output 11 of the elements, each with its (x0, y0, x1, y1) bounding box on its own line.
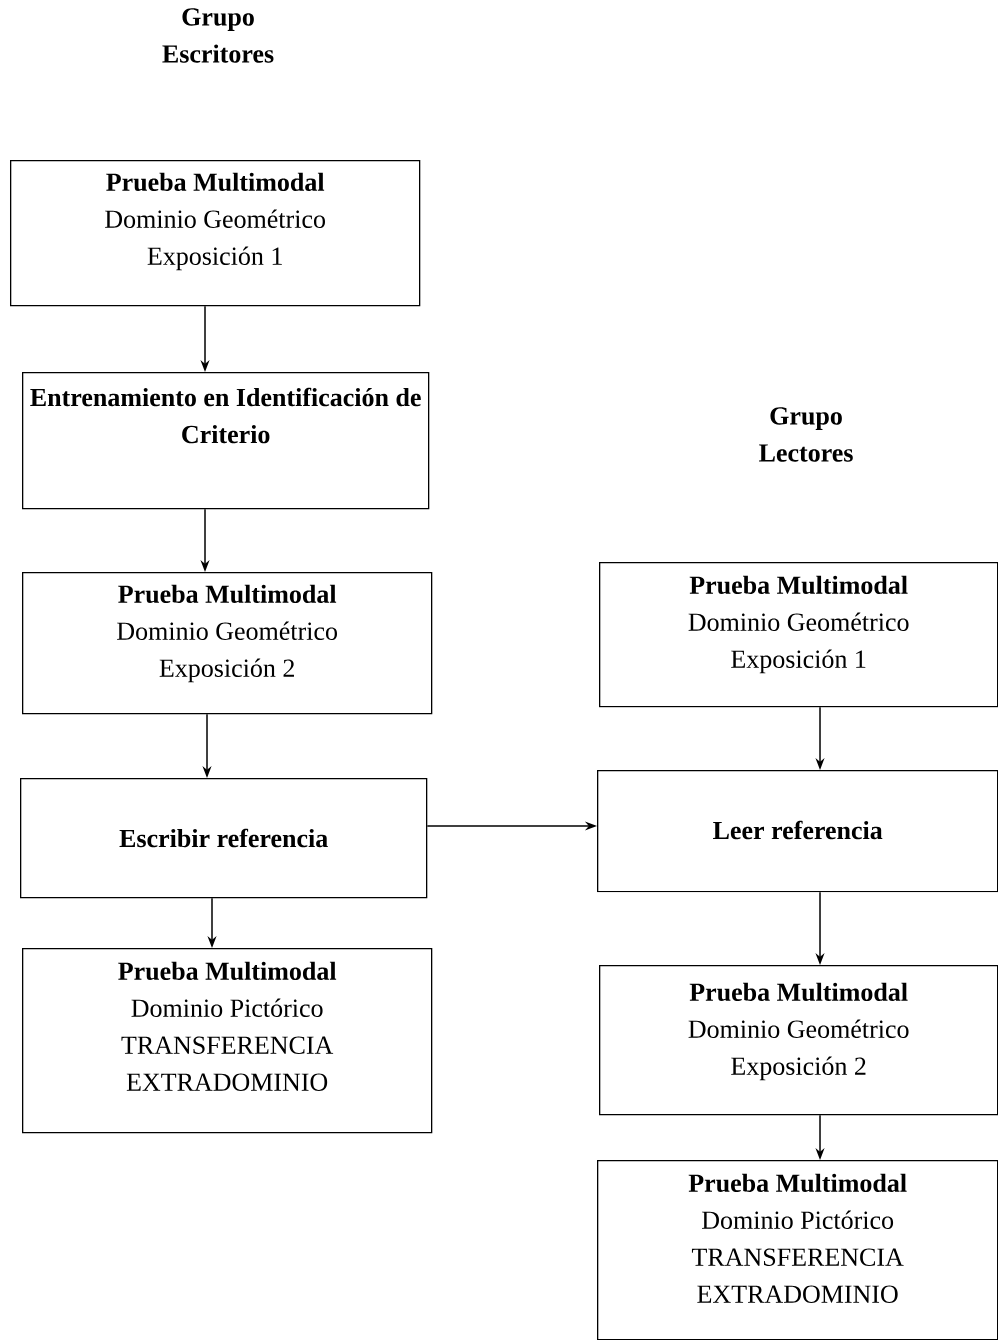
process-box: Prueba Multimodal Dominio Pictórico TRANSFERENCIA EXTRADOMINIO (22, 948, 433, 1134)
process-box: Prueba Multimodal Dominio Geométrico Exposición 2 (22, 572, 433, 715)
process-box: Prueba Multimodal Dominio Geométrico Exposición 1 (599, 562, 998, 708)
process-box: Prueba Multimodal Dominio Pictórico TRANSFERENCIA EXTRADOMINIO (597, 1160, 998, 1340)
group-heading: Grupo Escritores (162, 8, 274, 63)
process-box: Leer referencia (597, 770, 998, 893)
process-box: Prueba Multimodal Dominio Geométrico Exposición 1 (10, 160, 421, 307)
process-box: Entrenamiento en Identificación de Criterio (22, 372, 430, 510)
process-box: Escribir referencia (20, 778, 428, 899)
process-box: Prueba Multimodal Dominio Geométrico Exposición 2 (599, 965, 998, 1116)
group-heading: Grupo Lectores (759, 407, 853, 462)
